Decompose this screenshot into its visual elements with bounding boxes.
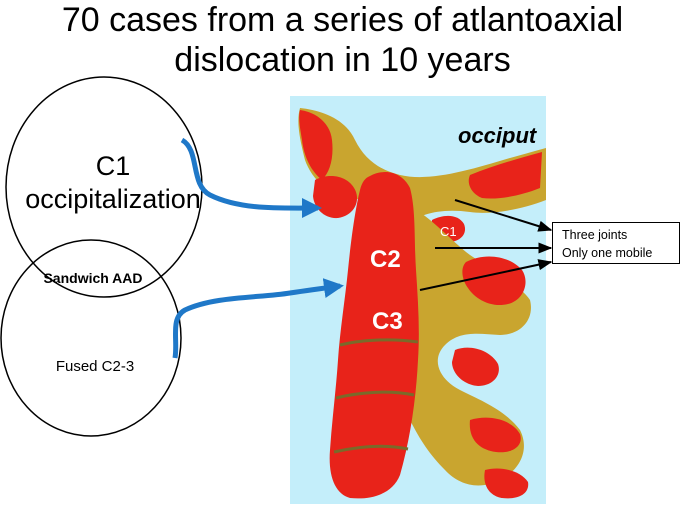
disc-c5-c6 — [333, 444, 409, 454]
bottom-fragment — [484, 468, 529, 499]
c3-label: C3 — [372, 308, 403, 335]
disc-c3-c4 — [339, 338, 419, 347]
blue-arrow-lower — [172, 278, 344, 359]
c2-spinous-process — [462, 256, 526, 306]
slide-title-line-1: 70 cases from a series of atlantoaxial — [61, 1, 624, 39]
occiput-label: occiput — [458, 123, 537, 148]
c2-label: C2 — [370, 246, 401, 273]
callout-line-2: Only one mobile — [562, 246, 653, 260]
pointer-arrow-3 — [419, 259, 553, 291]
venn-lower-label: Fused C2-3 — [55, 358, 135, 375]
slide-title: 70 cases from a series of atlantoaxial d… — [0, 0, 685, 80]
venn-upper-label: C1 occipitalization — [18, 150, 208, 216]
pointer-arrow-1 — [454, 199, 553, 232]
blue-arrow-upper — [180, 137, 322, 219]
venn-overlap-label: Sandwich AAD — [43, 270, 143, 286]
c1-label: C1 — [440, 224, 457, 239]
c3-spinous-process — [452, 347, 499, 386]
venn-upper-label-line-1: C1 — [95, 151, 131, 181]
occipital-condyle — [299, 110, 333, 180]
vertebral-column — [329, 172, 419, 499]
posterior-elements — [400, 200, 531, 486]
occiput-red-right — [468, 152, 542, 199]
callout-line-1: Three joints — [562, 228, 628, 242]
venn-upper-label-line-2: occipitalization — [25, 184, 201, 214]
c1-fused-mass — [313, 176, 358, 219]
callout-box: Three joints Only one mobile — [552, 222, 680, 264]
lower-spinous-process — [469, 417, 521, 453]
disc-c4-c5 — [335, 390, 415, 400]
slide-title-line-2: dislocation in 10 years — [174, 41, 511, 79]
ct-reconstruction-panel — [290, 96, 546, 504]
circle-fused-c2-3 — [0, 239, 182, 437]
